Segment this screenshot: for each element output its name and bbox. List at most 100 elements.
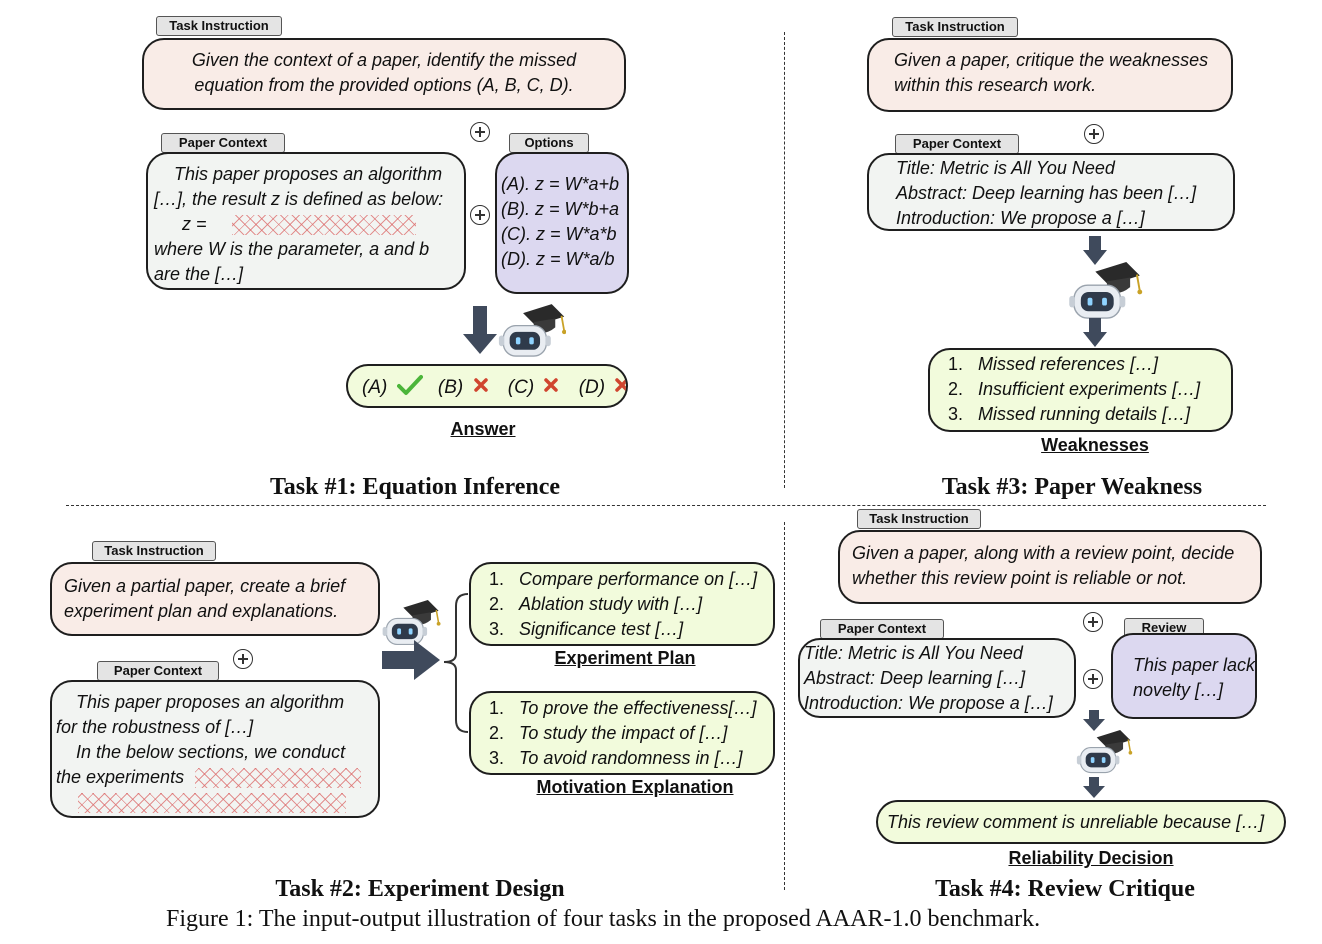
task4-context-line: Abstract: Deep learning […] xyxy=(804,668,1026,688)
task1-option: (B). z = W*b+a xyxy=(501,199,620,219)
task4-instruction-tag: Task Instruction xyxy=(857,509,981,529)
task2-context-experiments-line: the experiments xyxy=(56,765,378,790)
task4-instruction-box: Given a paper, along with a review point… xyxy=(838,530,1262,604)
task3-instruction-line: within this research work. xyxy=(894,75,1097,95)
plus-icon xyxy=(1083,669,1103,689)
task4-review-box: This paper lacks novelty […] xyxy=(1111,633,1257,719)
task1-instruction-box: Given the context of a paper, identify t… xyxy=(142,38,626,110)
vertical-divider-top xyxy=(784,32,785,488)
task2-context-box: This paper proposes an algorithm for the… xyxy=(50,680,380,818)
task2-instruction-line: Given a partial paper, create a brief xyxy=(64,576,346,596)
task1-option: (C). z = W*a*b xyxy=(501,224,617,244)
task1-option: (A). z = W*a+b xyxy=(501,174,620,194)
cross-icon xyxy=(473,377,489,399)
check-icon xyxy=(396,374,423,402)
list-item: 1.To prove the effectiveness[…] xyxy=(489,698,757,718)
task3-weakness-caption: Weaknesses xyxy=(1041,435,1149,455)
task3-context-tag: Paper Context xyxy=(895,134,1019,154)
figure-caption: Figure 1: The input-output illustration … xyxy=(166,906,1041,932)
answer-label: (A) xyxy=(362,377,388,398)
task1-context-line: This paper proposes an algorithm xyxy=(174,164,443,184)
task4-instruction-line: whether this review point is reliable or… xyxy=(852,568,1188,588)
task1-title: Task #1: Equation Inference xyxy=(269,474,561,500)
task2-instruction-tag: Task Instruction xyxy=(92,541,216,561)
task1-options-box: (A). z = W*a+b (B). z = W*b+a (C). z = W… xyxy=(495,152,629,294)
task2-motivation-caption: Motivation Explanation xyxy=(536,777,734,797)
task2-plan-list: 1.Compare performance on […] 2.Ablation … xyxy=(489,567,773,642)
task4-review-line: This paper lacks xyxy=(1133,655,1257,675)
task3-context-line: Abstract: Deep learning has been […] xyxy=(896,183,1197,203)
list-item: 2.Ablation study with […] xyxy=(489,594,703,614)
task4-context-tag: Paper Context xyxy=(820,619,944,639)
task4-review-line: novelty […] xyxy=(1133,680,1224,700)
task1-option: (D). z = W*a/b xyxy=(501,249,615,269)
task2-context-line: This paper proposes an algorithm xyxy=(76,692,345,712)
task4-context-line: Introduction: We propose a […] xyxy=(804,693,1053,713)
robot-scholar-icon xyxy=(498,304,566,357)
down-arrow-icon xyxy=(463,306,497,354)
list-item: 1.Compare performance on […] xyxy=(489,569,758,589)
task1-context-equation-line: z = xyxy=(154,212,464,237)
down-arrow-icon xyxy=(1083,318,1107,347)
task1-options-tag: Options xyxy=(509,133,589,153)
masked-equation-hatch xyxy=(231,215,416,236)
list-item: 3.Significance test […] xyxy=(489,619,684,639)
task1-context-line: are the […] xyxy=(154,264,244,284)
list-item: 3.Missed running details […] xyxy=(948,404,1191,424)
cross-icon xyxy=(543,377,559,399)
list-item: 3.To avoid randomness in […] xyxy=(489,748,743,768)
task4-instruction-line: Given a paper, along with a review point… xyxy=(852,543,1235,563)
plan-text: Significance test […] xyxy=(519,619,684,639)
task2-context-tag: Paper Context xyxy=(97,661,219,681)
plus-icon xyxy=(470,122,490,142)
robot-scholar-icon xyxy=(1068,262,1144,320)
task4-context-line: Title: Metric is All You Need xyxy=(804,643,1023,663)
task1-context-tag: Paper Context xyxy=(161,133,285,153)
task1-answer-row: (A) (B) (C) (D) xyxy=(362,374,626,402)
task3-instruction-tag: Task Instruction xyxy=(892,17,1018,37)
bracket-connector xyxy=(443,593,469,733)
task1-answer-caption: Answer xyxy=(450,419,516,439)
task2-context-line: for the robustness of […] xyxy=(56,717,254,737)
task2-context-line: In the below sections, we conduct xyxy=(76,742,346,762)
robot-scholar-icon xyxy=(1076,730,1133,774)
task3-instruction-line: Given a paper, critique the weaknesses xyxy=(894,50,1209,70)
task3-weakness-box: 1.Missed references […] 2.Insufficient e… xyxy=(928,348,1233,432)
task3-context-box: Title: Metric is All You Need Abstract: … xyxy=(867,153,1235,231)
cross-icon xyxy=(614,377,626,399)
task2-context-masked-line xyxy=(56,790,378,815)
task2-motivation-list: 1.To prove the effectiveness[…] 2.To stu… xyxy=(489,696,773,771)
plan-text: Ablation study with […] xyxy=(519,594,703,614)
task4-decision-text: This review comment is unreliable becaus… xyxy=(887,812,1265,832)
task1-context-equation-label: z = xyxy=(182,214,207,234)
plus-icon xyxy=(233,649,253,669)
answer-label: (B) xyxy=(437,377,464,398)
vertical-divider-bottom xyxy=(784,522,785,890)
motivation-text: To prove the effectiveness[…] xyxy=(519,698,757,718)
weakness-text: Insufficient experiments […] xyxy=(978,379,1201,399)
task3-instruction-box: Given a paper, critique the weaknesses w… xyxy=(867,38,1233,112)
task2-plan-box: 1.Compare performance on […] 2.Ablation … xyxy=(469,562,775,646)
task4-title: Task #4: Review Critique xyxy=(935,876,1195,902)
task1-context-line: […], the result z is defined as below: xyxy=(154,189,444,209)
task1-instruction-tag: Task Instruction xyxy=(156,16,282,36)
plus-icon xyxy=(1084,124,1104,144)
task1-instruction-line: Given the context of a paper, identify t… xyxy=(191,50,577,70)
task1-instruction-line: equation from the provided options (A, B… xyxy=(194,75,574,95)
list-item: 2.Insufficient experiments […] xyxy=(948,379,1201,399)
down-arrow-icon xyxy=(1083,236,1107,265)
down-arrow-icon xyxy=(1083,710,1105,731)
task4-decision-box: This review comment is unreliable becaus… xyxy=(876,800,1286,844)
plus-icon xyxy=(1083,612,1103,632)
task2-instruction-line: experiment plan and explanations. xyxy=(64,601,339,621)
task3-context-line: Title: Metric is All You Need xyxy=(896,158,1115,178)
answer-label: (D) xyxy=(578,377,606,398)
task1-context-box: This paper proposes an algorithm […], th… xyxy=(146,152,466,290)
weakness-text: Missed references […] xyxy=(978,354,1159,374)
motivation-text: To study the impact of […] xyxy=(519,723,728,743)
task2-motivation-box: 1.To prove the effectiveness[…] 2.To stu… xyxy=(469,691,775,775)
list-item: 2.To study the impact of […] xyxy=(489,723,728,743)
task2-instruction-box: Given a partial paper, create a brief ex… xyxy=(50,562,380,636)
right-arrow-icon xyxy=(382,640,440,680)
task2-context-experiments-label: the experiments xyxy=(56,767,185,787)
